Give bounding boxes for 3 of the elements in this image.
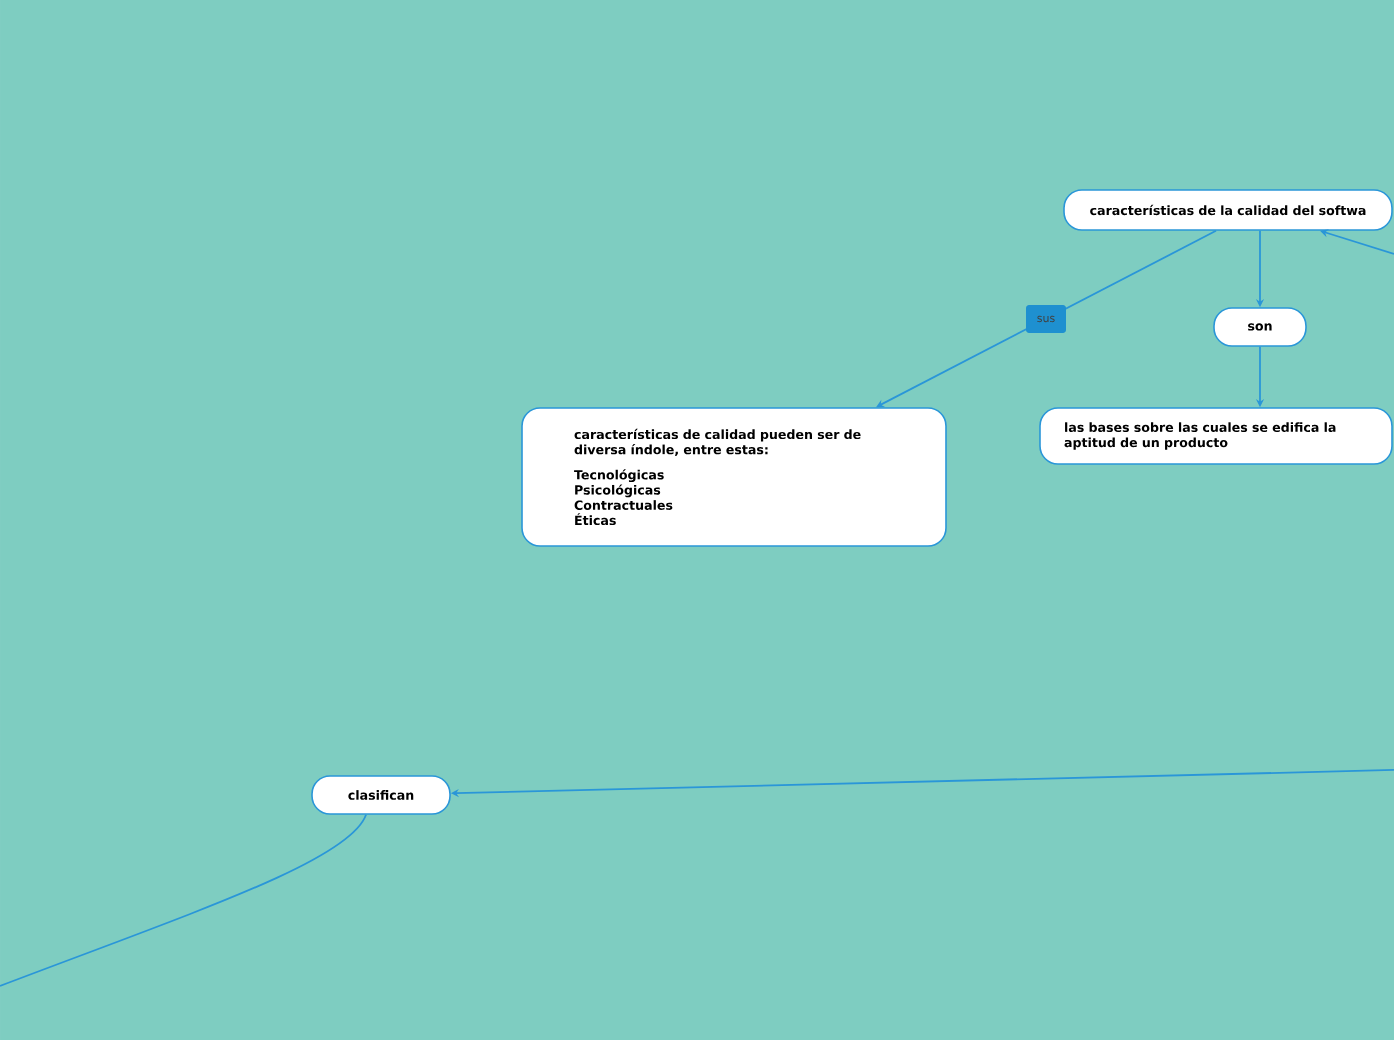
arrow [876,229,1217,408]
connector-line [0,813,367,987]
arrow [1320,229,1394,255]
